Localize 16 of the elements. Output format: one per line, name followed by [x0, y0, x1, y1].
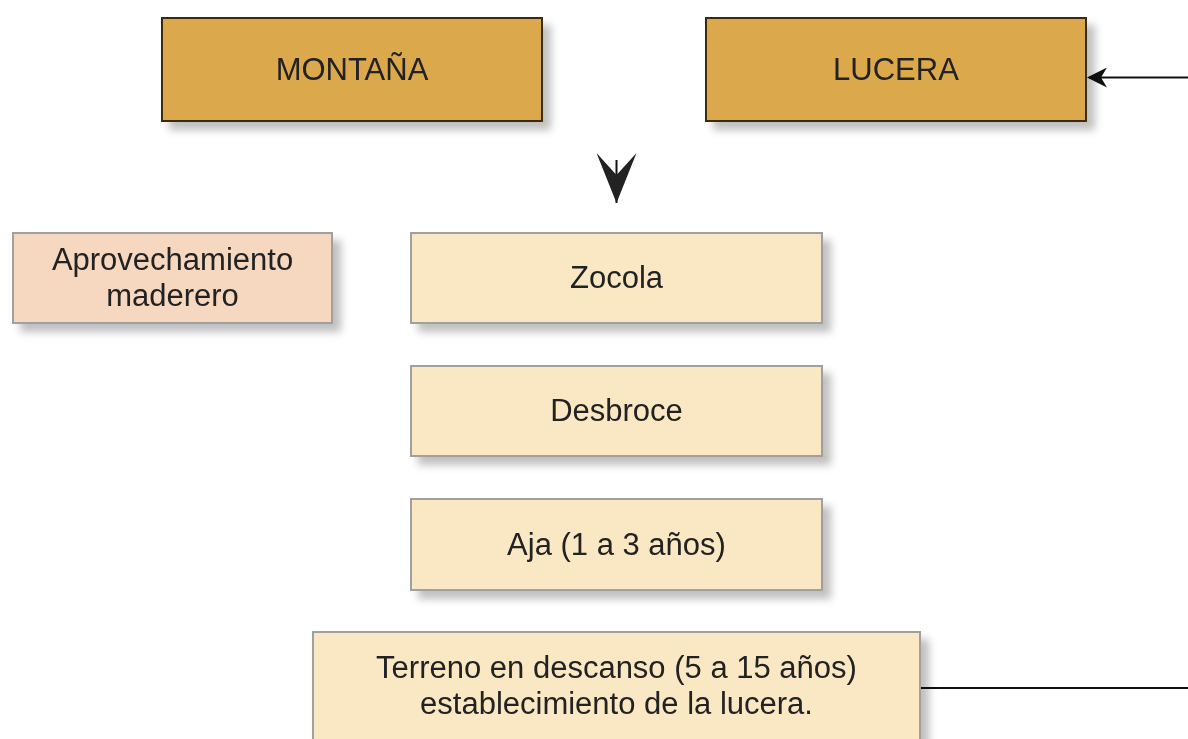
process-box: [161, 17, 543, 122]
process-box: [705, 17, 1087, 122]
process-box: [410, 232, 823, 324]
box-label: Desbroce: [549, 393, 684, 429]
arrow: [596, 153, 637, 204]
process-box: [12, 232, 333, 324]
box-label: Terreno en descanso (5 a 15 años) establecimiento de la lucera.: [375, 650, 858, 722]
box-label: Aja (1 a 3 años): [506, 526, 727, 563]
process-box: [312, 631, 921, 739]
box-label: Aprovechamiento maderero: [50, 242, 295, 314]
arrow: [1087, 67, 1188, 88]
process-box: [410, 365, 823, 457]
box-label: MONTAÑA: [274, 51, 430, 88]
process-box: [410, 498, 823, 591]
box-label: Zocola: [568, 260, 664, 296]
box-label: LUCERA: [832, 51, 960, 88]
